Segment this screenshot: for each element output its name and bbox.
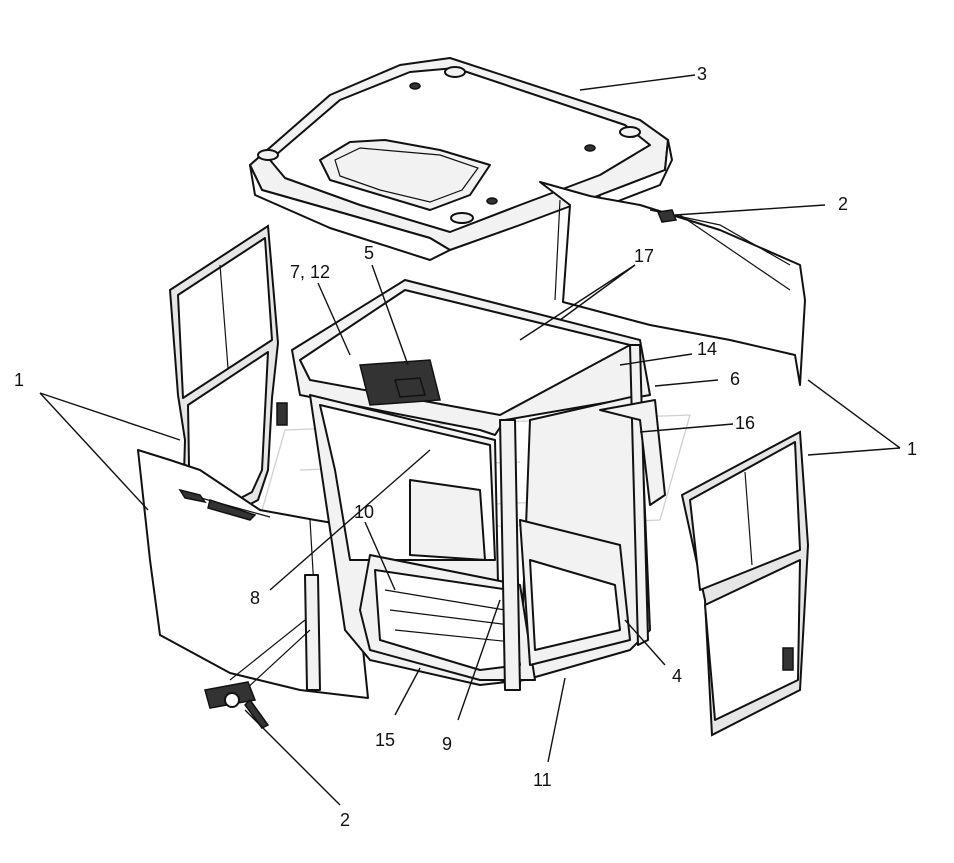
callout-14: 14 [697, 339, 717, 359]
callout-9: 9 [442, 734, 452, 754]
wiper-assembly [204, 619, 311, 729]
right-door [680, 430, 810, 737]
callout-2-upper: 2 [838, 194, 848, 214]
rear-window-glass [539, 181, 806, 386]
callout-5: 5 [364, 243, 374, 263]
callout-1-left: 1 [14, 370, 24, 390]
callout-6: 6 [730, 369, 740, 389]
callout-8: 8 [250, 588, 260, 608]
cab-frame [291, 279, 666, 691]
callout-16: 16 [735, 413, 755, 433]
callout-15: 15 [375, 730, 395, 750]
callout-labels: 1 1 2 2 3 4 5 6 7, 12 8 9 10 11 14 15 16… [14, 64, 917, 830]
callout-17: 17 [634, 246, 654, 266]
callout-3: 3 [697, 64, 707, 84]
callout-4: 4 [672, 666, 682, 686]
roof-panel [249, 57, 673, 261]
callout-7-12: 7, 12 [290, 262, 330, 282]
callout-1-right: 1 [907, 439, 917, 459]
callout-11: 11 [533, 770, 552, 790]
callout-10: 10 [354, 502, 374, 522]
front-windshield [137, 449, 369, 699]
callout-2-lower: 2 [340, 810, 350, 830]
leader-lines [39, 74, 901, 806]
